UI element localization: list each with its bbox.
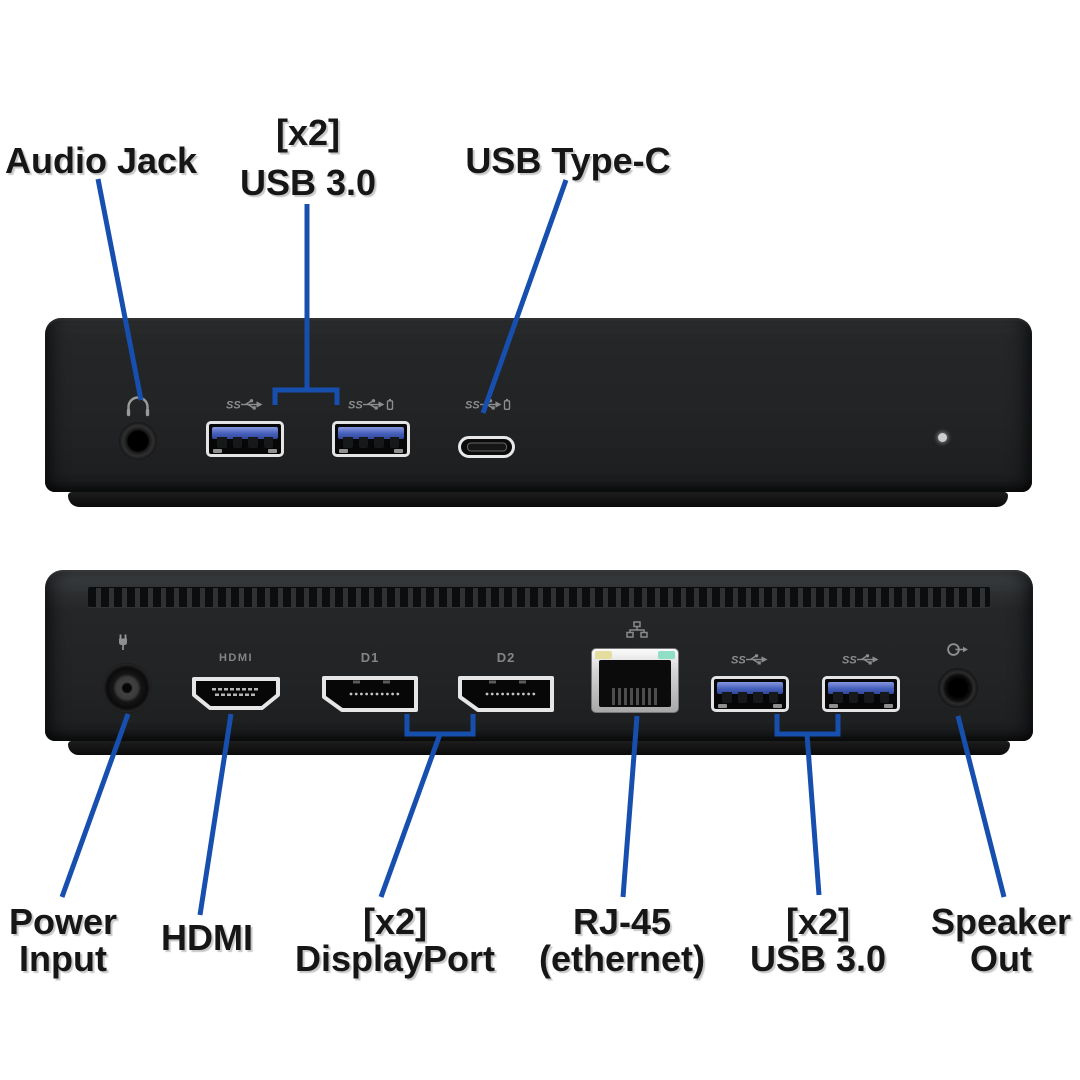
callout-displayport: [x2] DisplayPort [294,901,496,979]
usb-contacts [833,692,889,703]
usb-3-0-marking-3: SS [711,652,789,666]
displayport-1 [322,676,418,712]
rj45-activity-led [595,651,612,659]
line-out-icon [947,643,968,656]
back-usb-line [804,733,822,896]
usb-blue-insert [828,682,894,694]
displayport-logo-text: D1 [360,650,380,665]
usb-3-0-port-1 [206,421,284,457]
callout-usb-type-c: USB Type-C [465,140,671,181]
usb-contacts [217,437,273,448]
callout-front-usb30: [x2] USB 3.0 [239,112,377,203]
usb-type-c-port [458,436,515,458]
usb-3-0-port-3 [711,676,789,712]
usb-blue-insert [338,427,404,439]
dock-back-panel: HDMI D1 [45,570,1033,741]
rj45-port [591,648,679,713]
usb-3-0-port-4 [822,676,900,712]
usb-superspeed-icon: SS [842,653,879,666]
hdmi-port [192,677,280,710]
type-c-slot [466,442,507,452]
dock-back-base [68,741,1010,755]
usb-3-0-marking-4: SS [822,652,900,666]
rj45-link-led [658,651,675,659]
hdmi-logo-text: HDMI [218,652,254,664]
svg-text:SS: SS [465,399,480,411]
displayport-1-marking: D1 [321,650,419,665]
usb-blue-insert [717,682,783,694]
usb-3-0-port-2 [332,421,410,457]
usb-superspeed-icon: SS [226,398,263,411]
usb-3-0-marking-1: SS [206,397,284,411]
displayport-2-marking: D2 [457,650,555,665]
displayport-2 [458,676,554,712]
svg-text:SS: SS [348,399,363,411]
usb-blue-insert [212,427,278,439]
usb-type-c-marking: SS [450,397,526,411]
usb-superspeed-battery-icon: SS [348,398,394,411]
displayport-logo-text: D2 [496,650,516,665]
callout-back-usb30: [x2] USB 3.0 [749,901,887,979]
callout-rj45: RJ-45 (ethernet) [538,901,705,979]
callout-power-input: Power Input [8,901,118,979]
usb-superspeed-icon: SS [731,653,768,666]
power-plug-icon [119,634,127,650]
rj45-pins [612,688,658,705]
svg-text:SS: SS [731,654,746,666]
audio-jack-port [119,422,157,460]
speaker-out-port [938,668,978,708]
power-input-port [102,663,152,713]
vent-grille [88,588,990,607]
usb-contacts [722,692,778,703]
callout-speaker-out: Speaker Out [930,901,1072,979]
usb-superspeed-battery-icon: SS [465,398,511,411]
usb-3-0-powershare-marking: SS [332,397,410,411]
callout-hdmi: HDMI [161,917,253,958]
svg-text:SS: SS [842,654,857,666]
svg-text:SS: SS [226,399,241,411]
dock-front-base [68,492,1008,507]
status-led [938,433,947,442]
usb-contacts [343,437,399,448]
displayport-line [378,733,443,898]
dock-front-panel: SS SS [45,318,1032,492]
callout-audio-jack: Audio Jack [4,140,198,181]
headphone-icon [126,396,150,417]
network-icon [626,621,648,638]
rj45-socket [599,660,671,707]
hdmi-marking: HDMI [190,651,282,665]
